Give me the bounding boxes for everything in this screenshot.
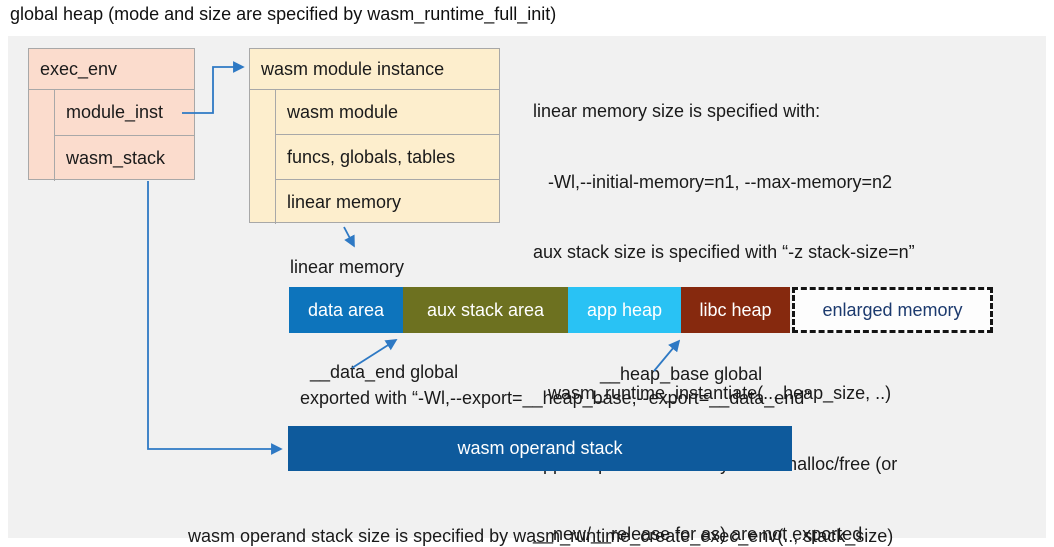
note-line: aux stack size is specified with “-z sta… <box>533 242 915 262</box>
exec-env-body: module_inst wasm_stack <box>54 90 194 181</box>
segment-enlarged-memory: enlarged memory <box>792 287 993 333</box>
segment-libc-heap: libc heap <box>681 287 790 333</box>
wasm-module-instance-body: wasm module funcs, globals, tables linea… <box>275 90 499 224</box>
note-line: wasm_runtime_instantiate(.., heap_size, … <box>533 383 892 403</box>
data-end-global-label: __data_end global <box>310 362 459 382</box>
linear-memory-label: linear memory <box>290 257 405 277</box>
linear-memory-bar: data area aux stack area app heap libc h… <box>289 287 993 333</box>
wasm-operand-stack-bar: wasm operand stack <box>288 426 792 471</box>
notes-bottom: wasm operand stack size is specified by … <box>188 476 893 547</box>
module-instance-row-wasm-module: wasm module <box>287 101 399 122</box>
page-title: global heap (mode and size are specified… <box>10 4 557 24</box>
exported-with-label: exported with “-Wl,--export=__heap_base,… <box>300 388 811 408</box>
segment-aux-stack-area: aux stack area <box>403 287 568 333</box>
exec-env-row-wasm-stack: wasm_stack <box>55 135 194 181</box>
segment-data-area: data area <box>289 287 403 333</box>
note-line: linear memory size is specified with: <box>533 101 821 121</box>
exec-env-header: exec_env <box>29 49 194 90</box>
wasm-module-instance-box: wasm module instance wasm module funcs, … <box>249 48 500 224</box>
module-instance-row-linear-memory: linear memory <box>276 179 499 224</box>
heap-base-global-label: __heap_base global <box>600 364 763 384</box>
segment-app-heap: app heap <box>568 287 681 333</box>
note-line: __new/__release for as) are not exported <box>533 524 863 544</box>
exec-env-box: exec_env module_inst wasm_stack <box>28 48 195 181</box>
note-line: wasm operand stack size is specified by … <box>188 526 894 546</box>
note-line: -Wl,--initial-memory=n1, --max-memory=n2 <box>533 171 893 192</box>
exec-env-row-module-inst: module_inst <box>66 102 164 122</box>
wasm-module-instance-header: wasm module instance <box>250 49 499 90</box>
module-instance-row-funcs-globals-tables: funcs, globals, tables <box>276 134 499 179</box>
